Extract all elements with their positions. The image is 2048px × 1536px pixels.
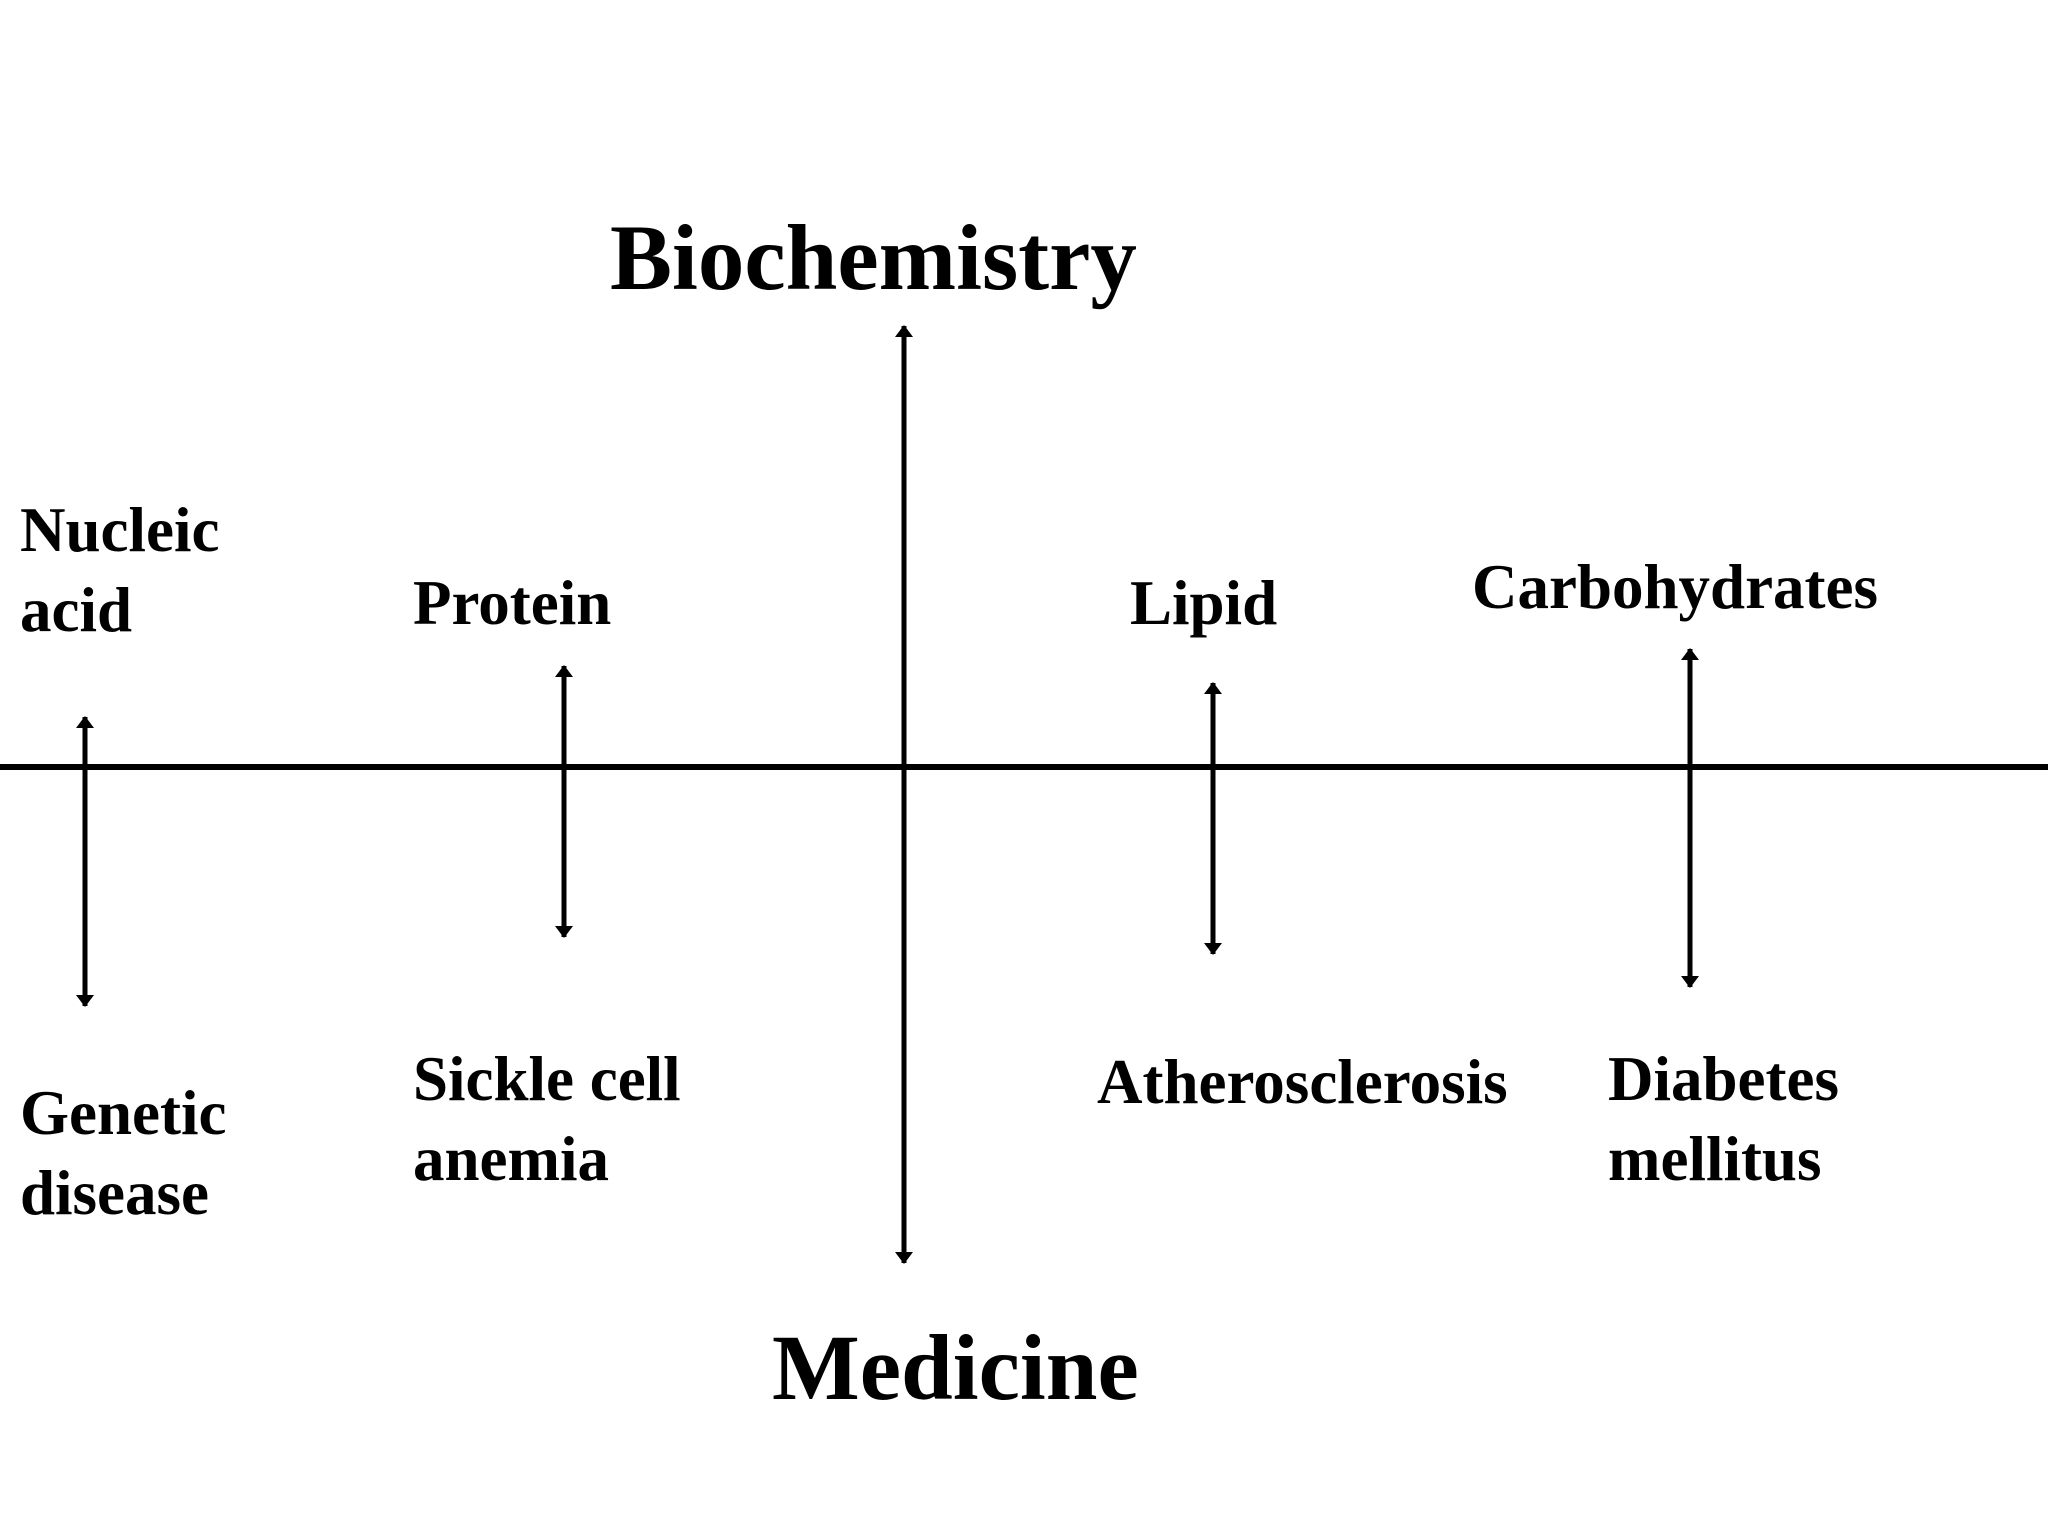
nucleic-acid-label-line-2: acid xyxy=(20,575,133,645)
nucleic-acid-label: Nucleic acid xyxy=(20,490,219,650)
biochemistry-label: Biochemistry xyxy=(610,207,1137,310)
diabetes-mellitus-label: Diabetes mellitus xyxy=(1608,1039,1839,1199)
diabetes-mellitus-label-line-2: mellitus xyxy=(1608,1124,1822,1194)
genetic-disease-label: Genetic disease xyxy=(20,1073,226,1233)
sickle-cell-anemia-label-line-2: anemia xyxy=(413,1124,609,1194)
genetic-disease-label-line-2: disease xyxy=(20,1158,209,1228)
sickle-cell-anemia-label-line-1: Sickle cell xyxy=(413,1044,681,1114)
atherosclerosis-label: Atherosclerosis xyxy=(1097,1047,1508,1117)
carbohydrates-label: Carbohydrates xyxy=(1472,552,1878,622)
lipid-label: Lipid xyxy=(1130,568,1278,638)
genetic-disease-label-line-1: Genetic xyxy=(20,1078,227,1148)
medicine-label: Medicine xyxy=(772,1317,1139,1420)
protein-label: Protein xyxy=(413,568,612,638)
diabetes-mellitus-label-line-1: Diabetes xyxy=(1608,1044,1839,1114)
nucleic-acid-label-line-1: Nucleic xyxy=(20,495,220,565)
sickle-cell-anemia-label: Sickle cell anemia xyxy=(413,1039,681,1199)
